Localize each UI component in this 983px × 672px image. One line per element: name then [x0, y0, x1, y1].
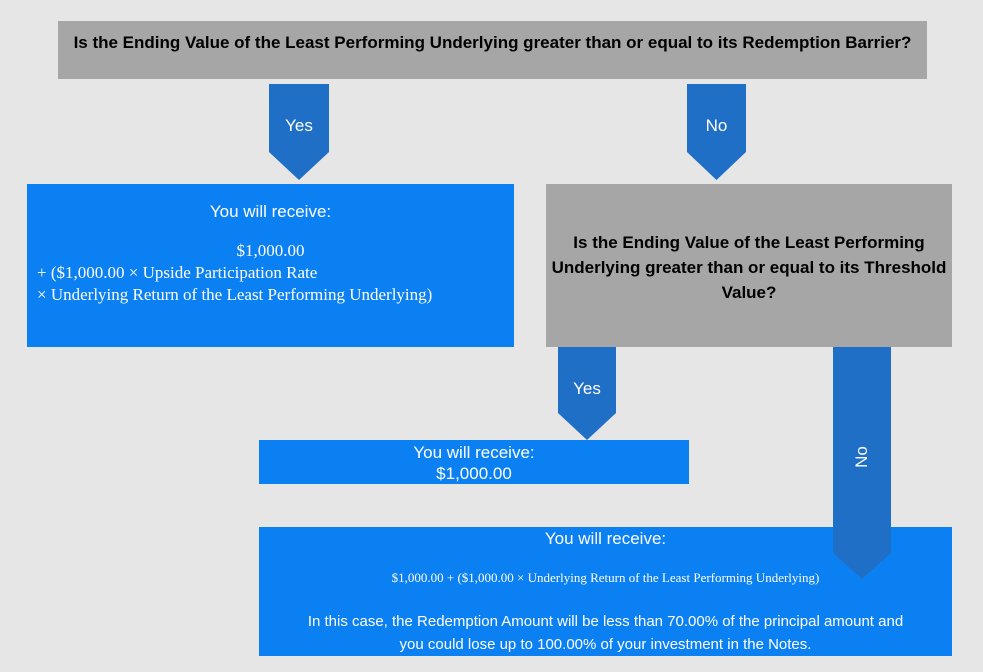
result-upside-line2: + ($1,000.00 × Upside Participation Rate	[37, 263, 318, 282]
result-loss-heading: You will receive:	[544, 529, 667, 548]
result-loss-formula: $1,000.00 + ($1,000.00 × Underlying Retu…	[391, 570, 820, 585]
result-loss-note-line2: you could lose up to 100.00% of your inv…	[399, 636, 812, 653]
question-redemption-barrier-text: Is the Ending Value of the Least Perform…	[73, 33, 912, 52]
question-threshold-value-text: Is the Ending Value of the Least Perform…	[551, 233, 947, 302]
arrow-no-1	[687, 84, 746, 180]
result-upside-line3: × Underlying Return of the Least Perform…	[37, 285, 433, 304]
result-principal-returned: You will receive: $1,000.00	[259, 440, 689, 484]
arrow-no-1-label: No	[705, 116, 728, 135]
result-principal-amount: $1,000.00	[436, 464, 512, 483]
result-loss-payout: You will receive: $1,000.00 + ($1,000.00…	[259, 527, 952, 656]
result-upside-payout: You will receive: $1,000.00 + ($1,000.00…	[27, 184, 514, 347]
arrow-yes-1	[269, 84, 329, 180]
result-upside-heading: You will receive:	[209, 202, 332, 221]
result-upside-line1: $1,000.00	[236, 241, 305, 260]
result-principal-heading: You will receive:	[413, 443, 535, 462]
arrow-yes-2	[558, 347, 616, 440]
arrow-no-2	[833, 347, 891, 579]
question-redemption-barrier: Is the Ending Value of the Least Perform…	[58, 21, 927, 79]
arrow-yes-2-label: Yes	[573, 379, 601, 398]
arrow-no-2-label: No	[852, 446, 871, 468]
arrow-yes-1-label: Yes	[285, 116, 313, 135]
question-threshold-value: Is the Ending Value of the Least Perform…	[546, 184, 952, 347]
result-loss-note-line1: In this case, the Redemption Amount will…	[307, 613, 904, 630]
